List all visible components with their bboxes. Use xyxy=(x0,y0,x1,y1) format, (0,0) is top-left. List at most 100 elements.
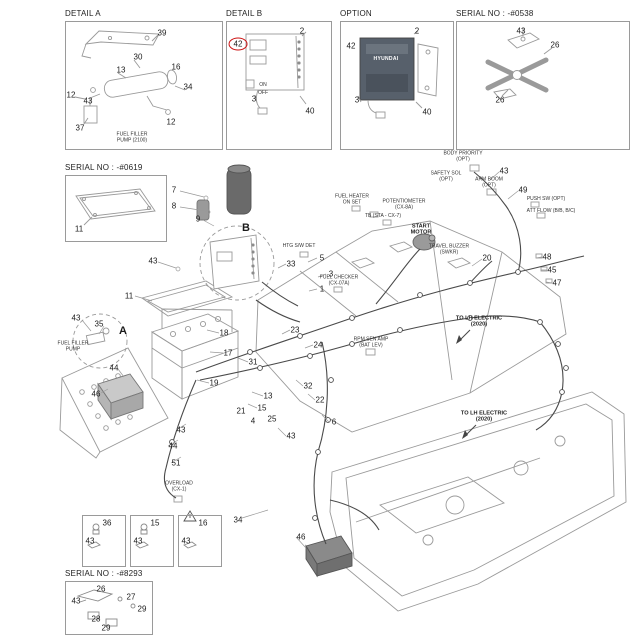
callout-26: 26 xyxy=(96,584,106,594)
callout-43: 43 xyxy=(83,96,93,106)
diagram-label: FUEL FILLER PUMP xyxy=(57,340,89,352)
diagram-label: OFF xyxy=(258,90,268,97)
diagram-label: SAFETY SOL (OPT) xyxy=(430,170,462,182)
callout-43: 43 xyxy=(85,536,95,546)
serial-0619-title: SERIAL NO : -#0619 xyxy=(65,163,143,172)
callout-19: 19 xyxy=(209,378,219,388)
callout-13: 13 xyxy=(116,65,126,75)
callout-15: 15 xyxy=(257,403,267,413)
callout-7: 7 xyxy=(171,185,177,195)
leader-line-art xyxy=(81,171,553,549)
callout-26: 26 xyxy=(495,95,505,105)
callout-13: 13 xyxy=(263,391,273,401)
diagram-label: POTENTIOMETER (CX-8A) xyxy=(382,198,426,210)
callout-35: 35 xyxy=(94,319,104,329)
diagram-label: RPM SEN AMP (BAT LEV) xyxy=(353,336,389,348)
diagram-label: PUSH SW (OPT) xyxy=(526,196,566,203)
callout-16: 16 xyxy=(198,518,208,528)
diagram-label: TO LH ELECTRIC (2020) xyxy=(455,315,503,328)
callout-29: 29 xyxy=(101,623,111,633)
callout-45: 45 xyxy=(547,265,557,275)
callout-48: 48 xyxy=(542,252,552,262)
callout-30: 30 xyxy=(133,52,143,62)
callout-34: 34 xyxy=(233,515,243,525)
callout-40: 40 xyxy=(422,107,432,117)
callout-51: 51 xyxy=(171,458,181,468)
callout-27: 27 xyxy=(126,592,136,602)
callout-49: 49 xyxy=(518,185,528,195)
mini-box-16 xyxy=(178,515,222,567)
callout-42: 42 xyxy=(346,41,356,51)
detail-a-art xyxy=(74,30,186,125)
callout-43: 43 xyxy=(71,596,81,606)
callout-42: 42 xyxy=(228,37,248,51)
callout-12: 12 xyxy=(66,90,76,100)
callout-29: 29 xyxy=(137,604,147,614)
diagram-label: TB (STA - CX-7) xyxy=(364,213,402,220)
callout-40: 40 xyxy=(305,106,315,116)
wiring-harness-art xyxy=(163,171,585,545)
callout-2: 2 xyxy=(299,26,305,36)
callout-36: 36 xyxy=(102,518,112,528)
callout-8: 8 xyxy=(171,201,177,211)
callout-46: 46 xyxy=(91,389,101,399)
option-box xyxy=(340,21,454,150)
callout-43: 43 xyxy=(499,166,509,176)
callout-46: 46 xyxy=(296,532,306,542)
diagram-label: TRAVEL BUZZER (SWKR) xyxy=(428,243,470,255)
callout-3: 3 xyxy=(251,94,257,104)
detail-a-title: DETAIL A xyxy=(65,9,101,18)
callout-15: 15 xyxy=(150,518,160,528)
option-title: OPTION xyxy=(340,9,372,18)
serial-0619-box xyxy=(65,175,167,242)
detail-b-title: DETAIL B xyxy=(226,9,263,18)
detail-b-art xyxy=(245,31,307,115)
callout-25: 25 xyxy=(267,414,277,424)
callout-21: 21 xyxy=(236,406,246,416)
diagram-label: START MOTOR xyxy=(410,223,432,236)
callout-23: 23 xyxy=(290,325,300,335)
diagram-label: FUEL HEATER ON SET xyxy=(335,193,369,205)
serial-0538-art xyxy=(485,28,553,100)
serial-0538-title: SERIAL NO : -#0538 xyxy=(456,9,534,18)
diagram-label: BODY PRIORITY (OPT) xyxy=(443,150,483,162)
diagram-label: HYUNDAI xyxy=(373,56,399,63)
callout-33: 33 xyxy=(286,259,296,269)
callout-11: 11 xyxy=(124,291,134,301)
callout-44: 44 xyxy=(168,441,178,451)
diagram-label: TO LH ELECTRIC (2020) xyxy=(460,410,508,423)
diagram-label: ATT FLOW (B/B, B/C) xyxy=(526,208,576,215)
detail-a-box xyxy=(65,21,223,150)
callout-43: 43 xyxy=(516,26,526,36)
diagram-label: HTG S/W DET xyxy=(282,243,316,250)
callout-3: 3 xyxy=(354,95,360,105)
diagram-label: FUEL FILLER PUMP (2100) xyxy=(116,131,148,143)
mini-box-icons-art xyxy=(76,510,197,627)
callout-28: 28 xyxy=(91,614,101,624)
callout-39: 39 xyxy=(157,28,167,38)
callout-20: 20 xyxy=(482,253,492,263)
callout-43: 43 xyxy=(286,431,296,441)
diagram-label: FUEL CHECKER (CX-07A) xyxy=(319,274,359,286)
callout-43: 43 xyxy=(148,256,158,266)
callout-43: 43 xyxy=(71,313,81,323)
callout-5: 5 xyxy=(319,253,325,263)
harness-clamp-art xyxy=(169,269,569,521)
callout-16: 16 xyxy=(171,62,181,72)
callout-31: 31 xyxy=(248,357,258,367)
callout-11: 11 xyxy=(74,224,84,234)
callout-22: 22 xyxy=(315,395,325,405)
callout-34: 34 xyxy=(183,82,193,92)
callout-43: 43 xyxy=(176,425,186,435)
callout-32: 32 xyxy=(303,381,313,391)
callout-4: 4 xyxy=(250,416,256,426)
serial-0619-art xyxy=(75,188,156,226)
callout-2: 2 xyxy=(414,26,420,36)
callout-9: 9 xyxy=(195,214,201,224)
option-art xyxy=(357,30,439,119)
serial-8293-title: SERIAL NO : -#8293 xyxy=(65,569,143,578)
callout-12: 12 xyxy=(166,117,176,127)
mini-box-36 xyxy=(82,515,126,567)
